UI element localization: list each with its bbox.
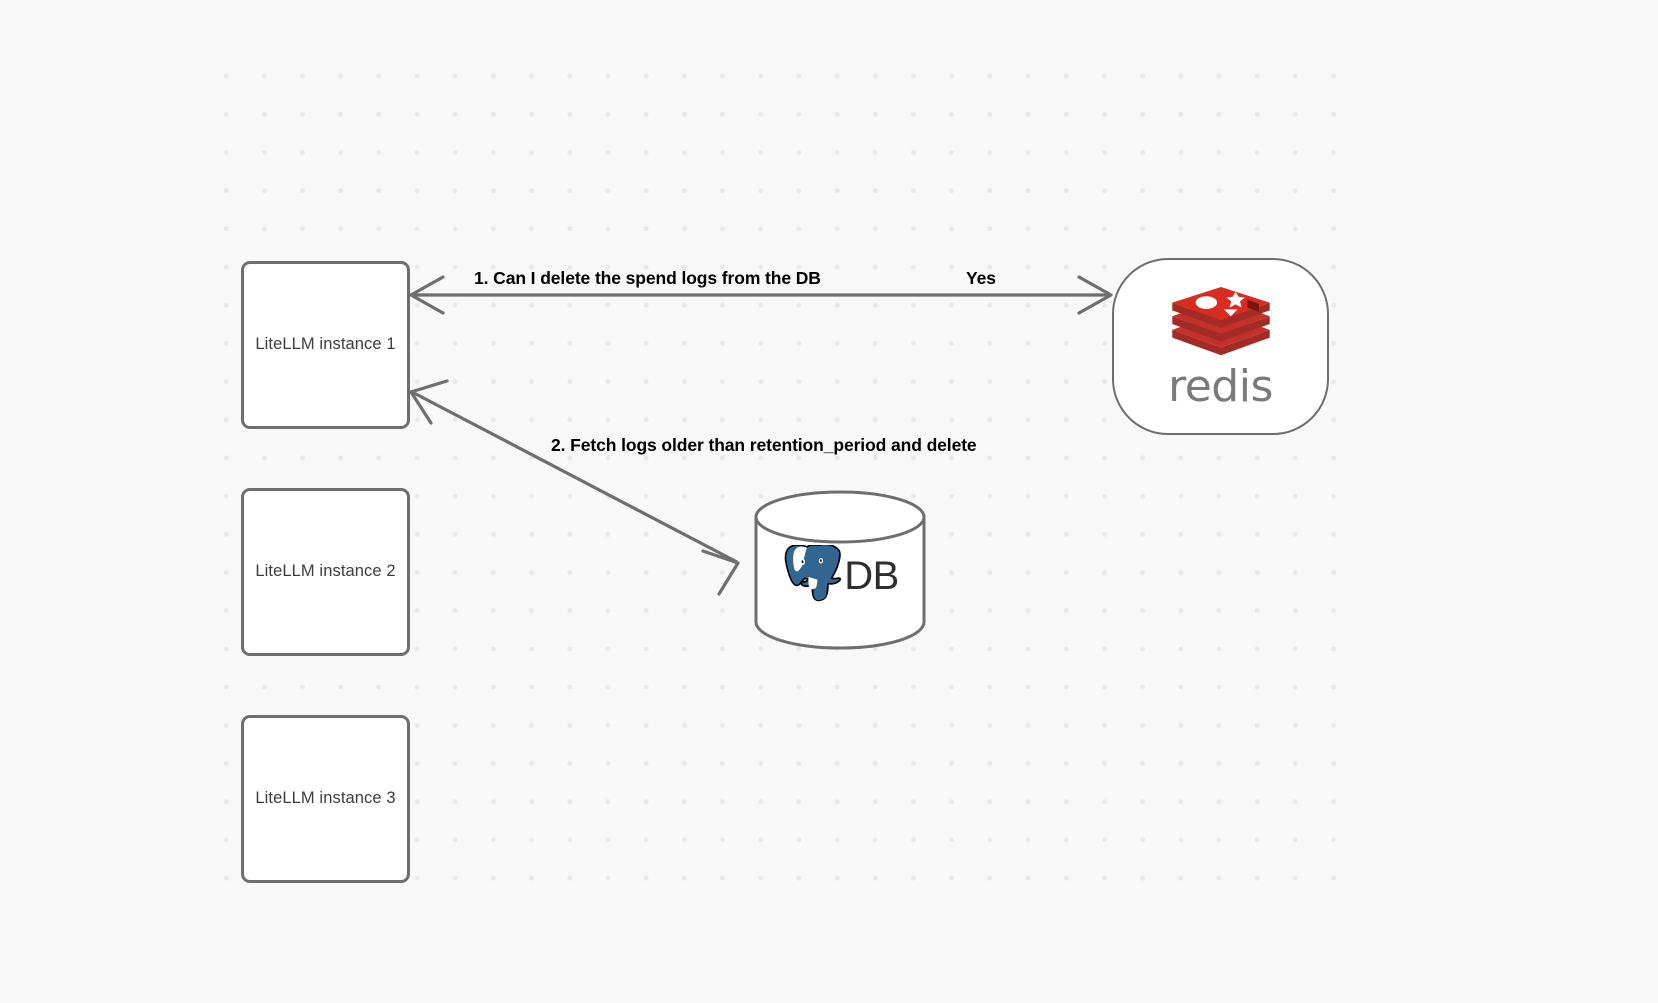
arrowhead-upper-left (409, 379, 449, 425)
arrowhead-lower-right (701, 549, 740, 596)
arrowhead-right (1077, 275, 1113, 315)
edge-litellm1-db (409, 379, 740, 596)
edge-label-step-1: 1. Can I delete the spend logs from the … (474, 268, 821, 288)
node-label: LiteLLM instance 3 (255, 789, 396, 808)
postgresql-elephant-logo (784, 545, 842, 602)
arrowhead-left (409, 275, 445, 315)
redis-stack-logo (1171, 286, 1270, 355)
node-label: LiteLLM instance 1 (255, 335, 396, 354)
node-litellm-instance-3[interactable]: LiteLLM instance 3 (241, 715, 410, 883)
cylinder-shape (754, 490, 926, 650)
node-database[interactable]: DB (753, 489, 927, 650)
node-litellm-instance-2[interactable]: LiteLLM instance 2 (241, 488, 410, 656)
edge-label-step-2: 2. Fetch logs older than retention_perio… (551, 435, 977, 455)
node-litellm-instance-1[interactable]: LiteLLM instance 1 (241, 261, 410, 429)
edge-label-yes: Yes (966, 268, 996, 288)
node-label: LiteLLM instance 2 (255, 562, 396, 581)
db-label: DB (844, 554, 899, 598)
redis-wordmark: redis (1168, 360, 1273, 412)
node-redis[interactable]: redis (1112, 258, 1329, 435)
